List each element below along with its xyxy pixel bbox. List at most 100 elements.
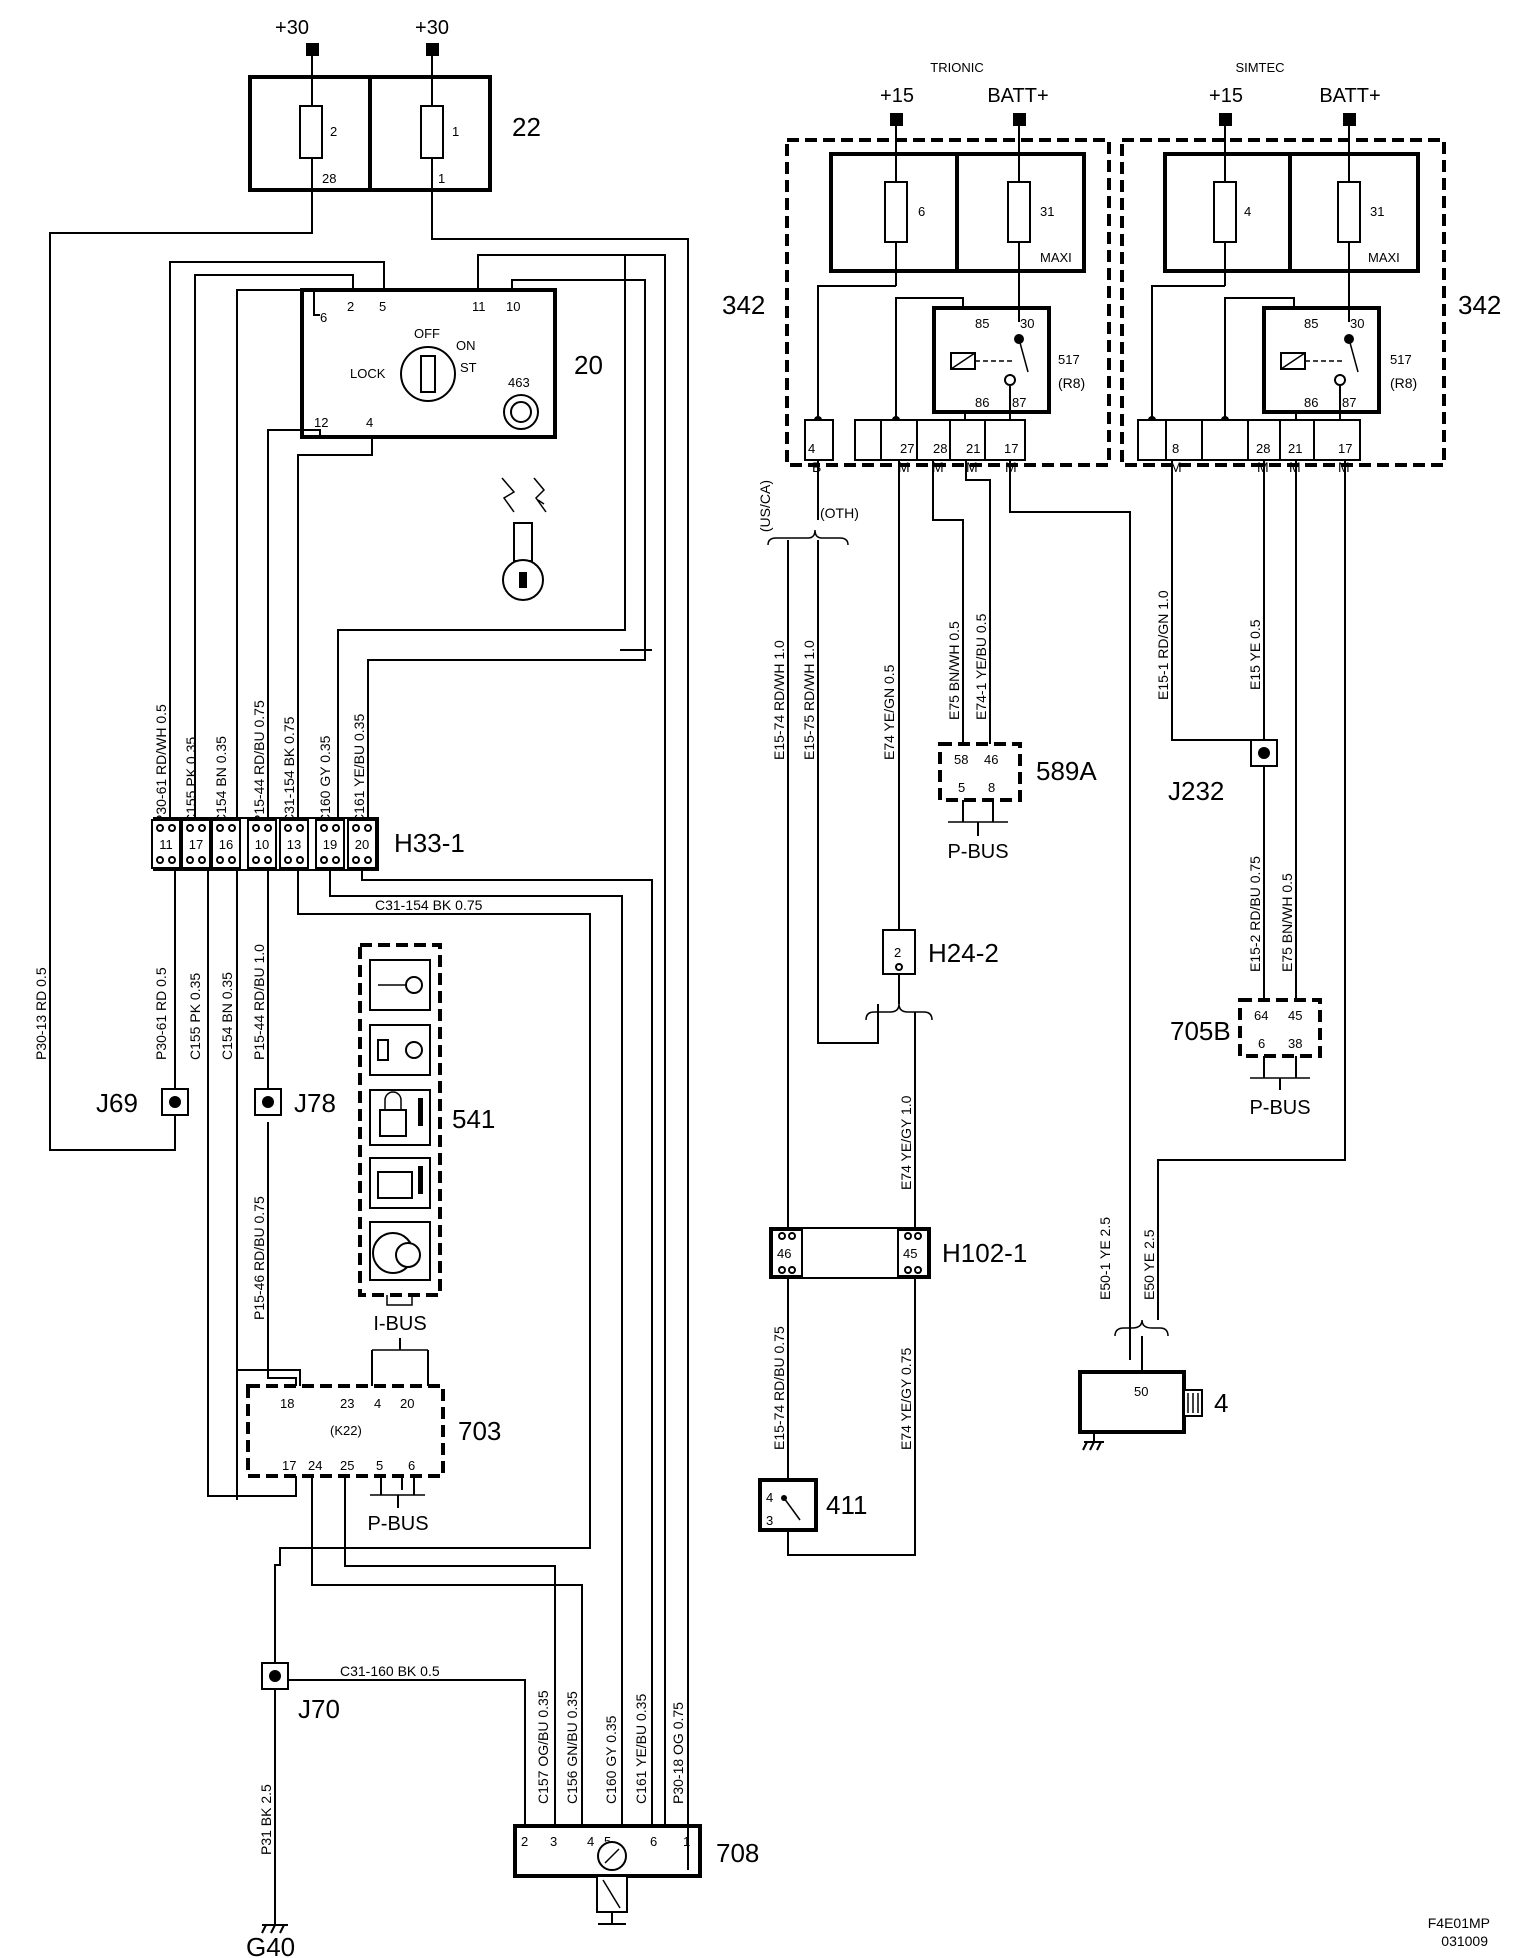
fuse-pin: 28 [322, 171, 336, 186]
fuse-number: 31 [1040, 204, 1054, 219]
component-id-703: 703 [458, 1416, 501, 1446]
fuse-number: 2 [330, 124, 337, 139]
terminal-icon [1343, 113, 1356, 126]
p-bus-label: P-BUS [1249, 1097, 1310, 1119]
component-id-20: 20 [574, 350, 603, 380]
wire-label: E15-74 RD/BU 0.75 [771, 1326, 787, 1450]
wire-label: C156 GN/BU 0.35 [564, 1691, 580, 1804]
wire-label: P31 BK 2.5 [258, 1784, 274, 1855]
pin: 4 [587, 1834, 594, 1849]
pin: 64 [1254, 1008, 1268, 1023]
pin: 87 [1012, 395, 1026, 410]
wire-label: P15-46 RD/BU 0.75 [251, 1196, 267, 1320]
maxi-label: MAXI [1040, 250, 1072, 265]
fuse-box-22: +30 +30 2 1 28 1 22 [248, 17, 541, 192]
relay-517 [1262, 306, 1381, 414]
wire-label: E74 YE/GY 0.75 [898, 1348, 914, 1450]
simtec-relay-box: SIMTEC +15 BATT+ 4 31 MAXI 342 85 30 86 … [1120, 60, 1501, 475]
fuse-number: 6 [918, 204, 925, 219]
part-number: 463 [508, 375, 530, 390]
fuse-number: 31 [1370, 204, 1384, 219]
pin: 11 [472, 299, 486, 314]
wire-label: C155 PK 0.35 [183, 737, 199, 824]
wire-label: E50 YE 2.5 [1141, 1229, 1157, 1300]
pin: 28 [933, 441, 947, 456]
pin: 21 [966, 441, 980, 456]
wire-labels-lower-left: P30-13 RD 0.5 P30-61 RD 0.5 C155 PK 0.35… [33, 897, 483, 1855]
wire-label: C160 GY 0.35 [603, 1715, 619, 1804]
splice-j69: J69 [96, 1088, 189, 1118]
supply-label-30b: +30 [415, 17, 449, 39]
pin: 45 [903, 1246, 917, 1261]
relay-517 [932, 306, 1051, 414]
pin: 23 [340, 1396, 354, 1411]
component-id-j69: J69 [96, 1088, 138, 1118]
drawing-code: F4E01MP [1428, 1915, 1490, 1931]
unit-4: 50 4 [1078, 1370, 1228, 1451]
simtec-wiring: E15-1 RD/GN 1.0 E15 YE 0.5 E15-2 RD/BU 0… [1097, 460, 1346, 1372]
pin: 2 [347, 299, 354, 314]
component-id-4: 4 [1214, 1388, 1228, 1418]
pin: 46 [984, 752, 998, 767]
connector-pin-number: 20 [355, 837, 369, 852]
left-wiring-lower [174, 870, 653, 1925]
pin: 45 [1288, 1008, 1302, 1023]
wire-label: C31-160 BK 0.5 [340, 1663, 440, 1679]
key-icon [513, 522, 533, 562]
pin-code: B [812, 459, 821, 475]
connector-pin-number: 17 [189, 837, 203, 852]
component-id-j78: J78 [294, 1088, 336, 1118]
feed-label: +15 [1209, 85, 1243, 107]
pin: 20 [400, 1396, 414, 1411]
wire-label: C155 PK 0.35 [187, 973, 203, 1060]
connector-h102-1: 46 45 H102-1 E15-74 RD/BU 0.75 E74 YE/GY… [769, 1227, 1027, 1556]
pin: 5 [379, 299, 386, 314]
component-id-h24-2: H24-2 [928, 938, 999, 968]
position-label: LOCK [350, 366, 386, 381]
unit-411: 4 3 411 [758, 1478, 867, 1532]
unit-705b: 64 45 6 38 705B P-BUS [1170, 998, 1322, 1119]
wire-label: E15-2 RD/BU 0.75 [1247, 856, 1263, 972]
unit-708: C157 OG/BU 0.35 C156 GN/BU 0.35 C160 GY … [513, 1690, 759, 1925]
pin: 6 [1258, 1036, 1265, 1051]
wire-labels-upper-left: P30-61 RD/WH 0.5 C155 PK 0.35 C154 BN 0.… [153, 700, 367, 824]
splice-j70: J70 [261, 1662, 340, 1724]
pin: 86 [975, 395, 989, 410]
pin-code: M [1289, 459, 1301, 475]
pin: 86 [1304, 395, 1318, 410]
feed-label: +15 [880, 85, 914, 107]
supply-label-30a: +30 [275, 17, 309, 39]
market-brace [865, 1003, 933, 1021]
pin: 8 [988, 780, 995, 795]
pin: 12 [314, 415, 328, 430]
terminal-icon [1013, 113, 1026, 126]
fuse-icon [1213, 181, 1237, 243]
drawing-date: 031009 [1441, 1933, 1488, 1949]
component-id-g40: G40 [246, 1932, 295, 1958]
pin: 6 [650, 1834, 657, 1849]
wire-label: P30-61 RD 0.5 [153, 967, 169, 1060]
market-label-oth: (OTH) [820, 505, 859, 521]
pin: 30 [1020, 316, 1034, 331]
wire-label: E15-1 RD/GN 1.0 [1155, 590, 1171, 700]
simtec-title: SIMTEC [1235, 60, 1284, 75]
component-id-j232: J232 [1168, 776, 1224, 806]
position-label: ON [456, 338, 476, 353]
fuse-pin: 1 [438, 171, 445, 186]
maxi-label: MAXI [1368, 250, 1400, 265]
p-bus-label: P-BUS [367, 1513, 428, 1535]
pin: 28 [1256, 441, 1270, 456]
fuse-number: 1 [452, 124, 459, 139]
pin-code: M [1338, 459, 1350, 475]
pin: 87 [1342, 395, 1356, 410]
pin: 1 [683, 1834, 690, 1849]
market-label-us-ca: (US/CA) [757, 480, 773, 532]
pin: 25 [340, 1458, 354, 1473]
switch-contact-icon [783, 1497, 801, 1521]
wire-label: E50-1 YE 2.5 [1097, 1217, 1113, 1300]
feed-label: BATT+ [987, 85, 1048, 107]
market-brace [767, 529, 849, 546]
footer: F4E01MP 031009 [1428, 1915, 1490, 1949]
